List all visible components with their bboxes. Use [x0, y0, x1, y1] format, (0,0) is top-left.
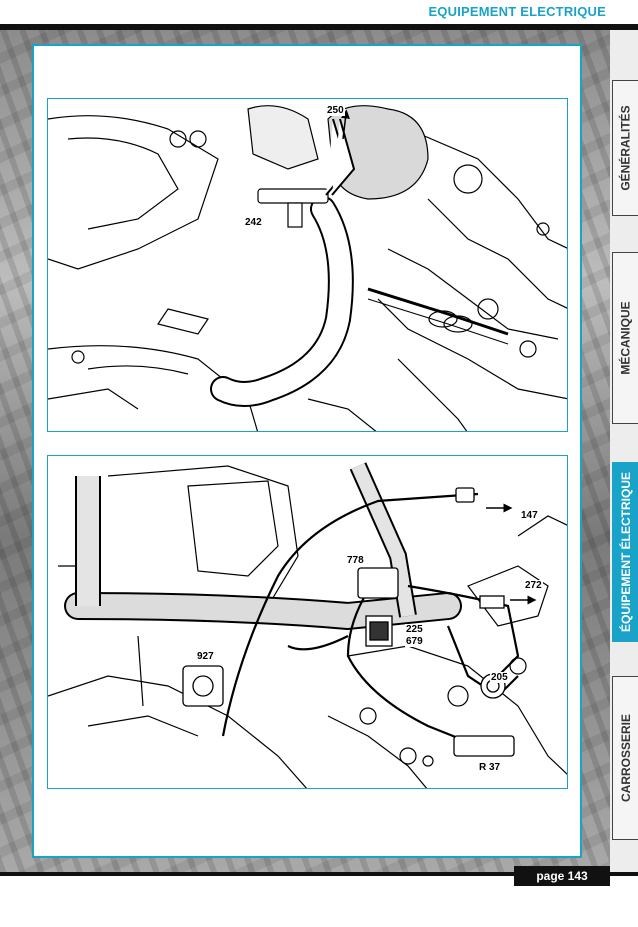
figure-2-wiring-harness: 147 778 272 225 679 927 205 R 37: [47, 455, 568, 789]
figure-1-drawing: [48, 105, 567, 431]
callout-242: 242: [244, 217, 263, 228]
tab-equipement-electrique[interactable]: ÉQUIPEMENT ÉLECTRIQUE: [612, 462, 638, 642]
callout-225: 225: [405, 624, 424, 635]
callout-147: 147: [520, 510, 539, 521]
callout-272: 272: [524, 580, 543, 591]
callout-r37: R 37: [478, 762, 502, 773]
figure-1-engine-sensor: 250 242: [47, 98, 568, 432]
tab-generalites-label: GÉNÉRALITÉS: [618, 105, 633, 191]
callout-778: 778: [346, 555, 365, 566]
tab-carrosserie[interactable]: CARROSSERIE: [612, 676, 638, 840]
tab-equipement-electrique-label: ÉQUIPEMENT ÉLECTRIQUE: [618, 471, 633, 633]
callout-205: 205: [490, 672, 509, 683]
tab-generalites[interactable]: GÉNÉRALITÉS: [612, 80, 638, 216]
header-rule: [0, 24, 638, 30]
callout-250: 250: [326, 105, 345, 116]
page-number: page 143: [514, 866, 610, 886]
section-title: EQUIPEMENT ELECTRIQUE: [428, 4, 606, 19]
figure-2-drawing: [48, 462, 567, 788]
callout-679: 679: [405, 636, 424, 647]
footer-rule: [0, 872, 638, 876]
tab-carrosserie-label: CARROSSERIE: [618, 713, 633, 803]
tab-mecanique-label: MÉCANIQUE: [618, 301, 633, 375]
callout-927: 927: [196, 651, 215, 662]
tab-mecanique[interactable]: MÉCANIQUE: [612, 252, 638, 424]
